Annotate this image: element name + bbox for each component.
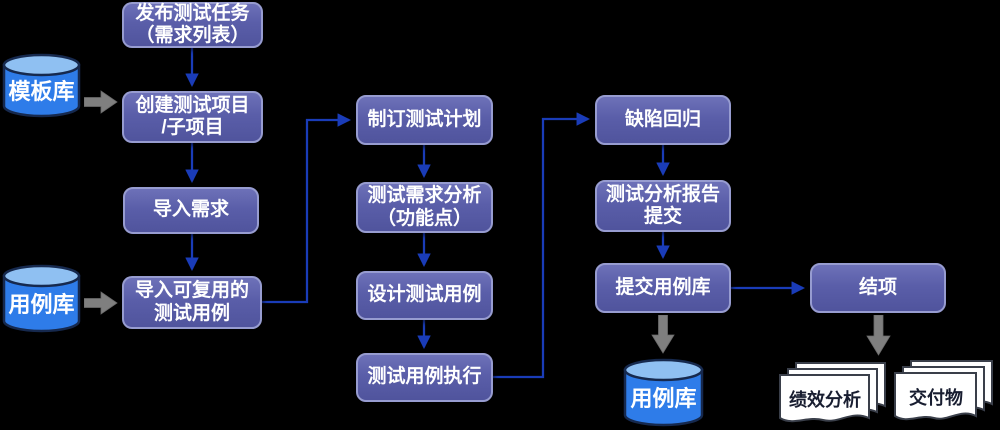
database-cylinder-icon: [2, 264, 81, 333]
node-execute-test-cases: 测试用例执行: [356, 353, 493, 402]
node-import-reusable-cases: 导入可复用的 测试用例: [122, 276, 262, 329]
node-test-requirement-analysis: 测试需求分析 （功能点）: [356, 182, 493, 233]
cylinder-label: 模板库: [8, 79, 75, 104]
arrow-closure-to-documents: [866, 315, 891, 356]
stacked-documents-icon: [894, 360, 993, 421]
cylinder-template-library: 模板库: [2, 53, 81, 119]
node-submit-case-library: 提交用例库: [595, 263, 731, 313]
node-design-test-cases: 设计测试用例: [356, 271, 493, 320]
arrow-template-library-to-create-project: [84, 90, 118, 114]
node-make-test-plan: 制订测试计划: [356, 95, 493, 145]
cylinder-case-library-target: 用例库: [623, 358, 704, 428]
node-project-closure: 结项: [810, 263, 946, 313]
arrow-case-library-to-import-reusable: [84, 291, 118, 315]
connector-reusable-to-plan: [262, 113, 352, 304]
node-create-test-project: 创建测试项目 /子项目: [122, 91, 263, 143]
node-submit-test-report: 测试分析报告 提交: [595, 180, 731, 232]
document-performance-analysis: 绩效分析: [778, 361, 890, 429]
node-publish-test-task: 发布测试任务 （需求列表）: [122, 2, 263, 48]
database-cylinder-icon: [2, 53, 81, 118]
connector-execute-to-regression: [493, 112, 591, 379]
document-label: 绩效分析: [789, 390, 861, 410]
cylinder-label: 用例库: [8, 292, 75, 317]
cylinder-label: 用例库: [630, 386, 697, 411]
node-defect-regression: 缺陷回归: [595, 95, 731, 145]
stacked-documents-icon: [779, 362, 886, 423]
document-label: 交付物: [909, 388, 963, 408]
document-deliverables: 交付物: [893, 359, 995, 427]
cylinder-case-library-source: 用例库: [2, 264, 81, 334]
node-import-requirements: 导入需求: [123, 187, 259, 234]
arrow-submit-to-case-library: [651, 315, 675, 354]
database-cylinder-icon: [623, 358, 704, 427]
